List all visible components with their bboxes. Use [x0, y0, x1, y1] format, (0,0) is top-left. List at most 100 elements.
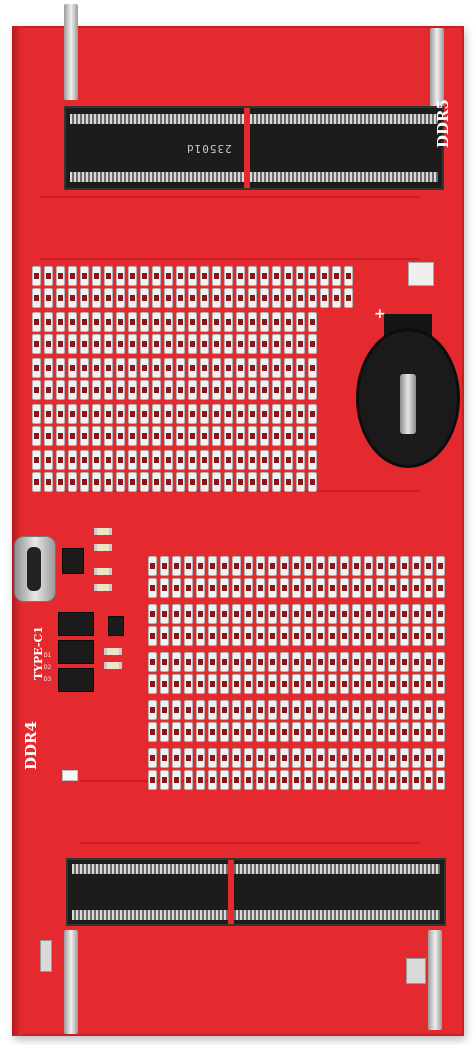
- test-pad: [212, 266, 221, 286]
- test-pad: [412, 652, 421, 672]
- test-pad: [220, 626, 229, 646]
- test-pad: [140, 404, 149, 424]
- test-pad: [236, 334, 245, 354]
- test-pad: [328, 748, 337, 768]
- usb-c-port: [14, 536, 56, 602]
- test-pad: [196, 578, 205, 598]
- test-pad: [160, 674, 169, 694]
- test-pad: [284, 426, 293, 446]
- test-pad: [412, 626, 421, 646]
- test-pad: [260, 404, 269, 424]
- test-pad: [212, 358, 221, 378]
- test-pad: [292, 578, 301, 598]
- diode-d3: [58, 668, 94, 692]
- test-pad: [44, 266, 53, 286]
- test-pad: [188, 426, 197, 446]
- test-pad: [296, 426, 305, 446]
- test-pad: [268, 626, 277, 646]
- test-pad: [160, 748, 169, 768]
- test-pad: [140, 266, 149, 286]
- battery-polarity-mark: +: [374, 306, 386, 322]
- test-pad: [184, 700, 193, 720]
- test-pad: [32, 404, 41, 424]
- test-pad: [412, 770, 421, 790]
- test-pad: [116, 288, 125, 308]
- test-pad: [200, 266, 209, 286]
- test-pad: [128, 404, 137, 424]
- power-ic: [62, 548, 84, 574]
- test-pad: [424, 578, 433, 598]
- test-pad: [364, 556, 373, 576]
- test-pad: [104, 358, 113, 378]
- indicator-led: [62, 770, 78, 781]
- test-pad: [304, 722, 313, 742]
- smd-component-1: [94, 528, 112, 535]
- test-pad: [80, 380, 89, 400]
- test-pad: [208, 700, 217, 720]
- test-pad: [400, 700, 409, 720]
- trace-group-mid: [60, 490, 420, 532]
- test-pad: [56, 450, 65, 470]
- test-pad: [308, 472, 317, 492]
- test-pad: [224, 266, 233, 286]
- test-pad: [128, 288, 137, 308]
- test-pad: [256, 674, 265, 694]
- test-pad: [424, 556, 433, 576]
- test-pad: [256, 770, 265, 790]
- ddr4-slot-key: [228, 860, 234, 924]
- test-pad: [68, 312, 77, 332]
- test-pad: [44, 334, 53, 354]
- test-pad: [116, 334, 125, 354]
- test-pad: [364, 700, 373, 720]
- test-pad: [160, 556, 169, 576]
- test-pad: [212, 312, 221, 332]
- test-pad: [268, 722, 277, 742]
- test-pad: [352, 626, 361, 646]
- test-pad: [328, 556, 337, 576]
- test-pad: [236, 312, 245, 332]
- test-pad: [316, 626, 325, 646]
- test-pad: [148, 652, 157, 672]
- test-pad: [280, 604, 289, 624]
- test-pad: [244, 578, 253, 598]
- test-pad: [328, 770, 337, 790]
- test-pad: [92, 266, 101, 286]
- test-pad: [148, 770, 157, 790]
- test-pad: [280, 652, 289, 672]
- ddr5-slot-pins-bottom: [70, 172, 438, 182]
- test-pad: [172, 748, 181, 768]
- test-pad: [104, 288, 113, 308]
- test-pad: [260, 312, 269, 332]
- test-pad: [260, 380, 269, 400]
- test-pad: [424, 652, 433, 672]
- test-pad: [400, 652, 409, 672]
- test-pad: [184, 770, 193, 790]
- test-pad: [304, 556, 313, 576]
- test-pad: [376, 700, 385, 720]
- test-pad: [292, 770, 301, 790]
- test-pad: [200, 312, 209, 332]
- test-pad: [400, 674, 409, 694]
- test-pad: [304, 700, 313, 720]
- test-pad: [148, 674, 157, 694]
- test-pad: [236, 266, 245, 286]
- test-pad: [260, 472, 269, 492]
- test-pad: [188, 334, 197, 354]
- test-pad: [200, 404, 209, 424]
- test-pad: [316, 748, 325, 768]
- test-pad: [148, 578, 157, 598]
- test-pad: [328, 700, 337, 720]
- test-pad: [148, 604, 157, 624]
- test-pad: [200, 380, 209, 400]
- test-pad: [268, 578, 277, 598]
- test-pad: [400, 626, 409, 646]
- test-pad: [280, 700, 289, 720]
- test-pad: [148, 556, 157, 576]
- ddr5-slot-pins-top: [70, 114, 438, 124]
- test-pad: [308, 426, 317, 446]
- test-pad: [68, 266, 77, 286]
- test-pad: [56, 312, 65, 332]
- test-pad: [172, 674, 181, 694]
- test-pad: [232, 626, 241, 646]
- test-pad: [92, 288, 101, 308]
